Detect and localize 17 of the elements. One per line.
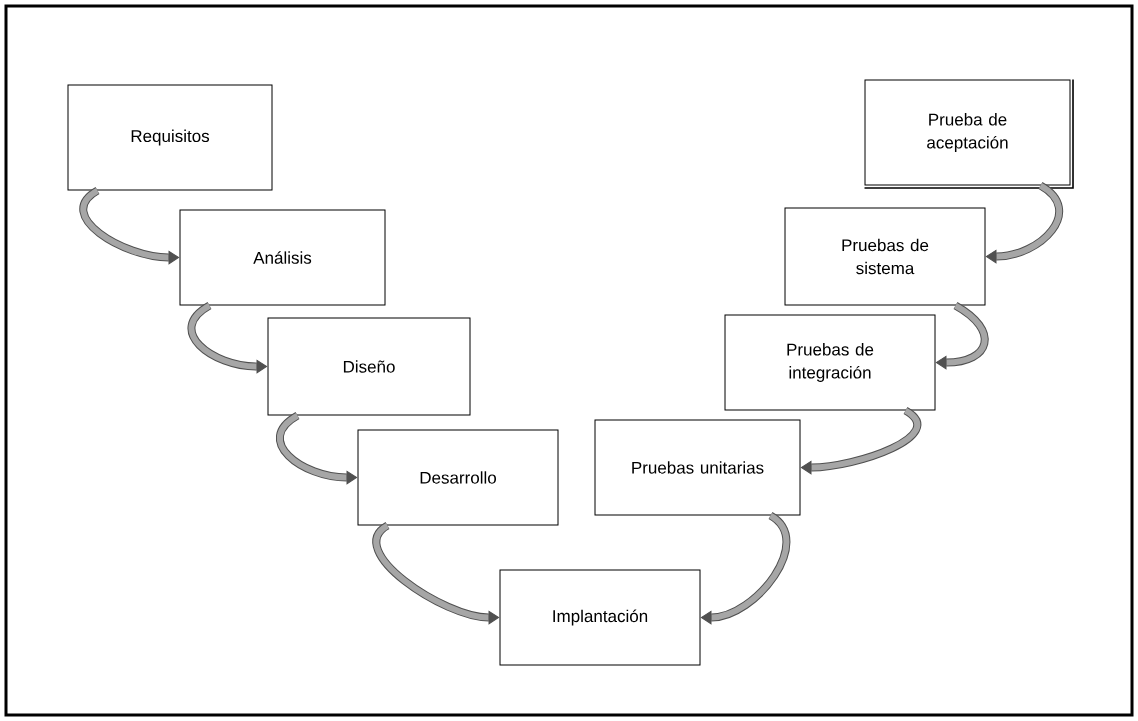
process-box: Implantación: [499, 569, 701, 666]
curved-arrow: [276, 412, 358, 485]
curved-arrow: [79, 187, 180, 265]
process-box: Prueba de aceptación: [863, 78, 1074, 189]
curved-arrow: [187, 302, 268, 374]
curved-arrow: [935, 302, 989, 370]
process-box: Desarrollo: [357, 429, 559, 526]
process-box: Pruebas de integración: [724, 314, 936, 411]
process-box: Requisitos: [67, 84, 273, 191]
process-box: Diseño: [267, 317, 471, 416]
curved-arrow: [800, 407, 922, 475]
process-box: Pruebas de sistema: [784, 207, 986, 306]
curved-arrow: [985, 182, 1063, 264]
process-box: Pruebas unitarias: [594, 419, 801, 516]
curved-arrow: [372, 522, 500, 625]
process-box: Análisis: [179, 209, 386, 306]
curved-arrow: [700, 512, 791, 625]
